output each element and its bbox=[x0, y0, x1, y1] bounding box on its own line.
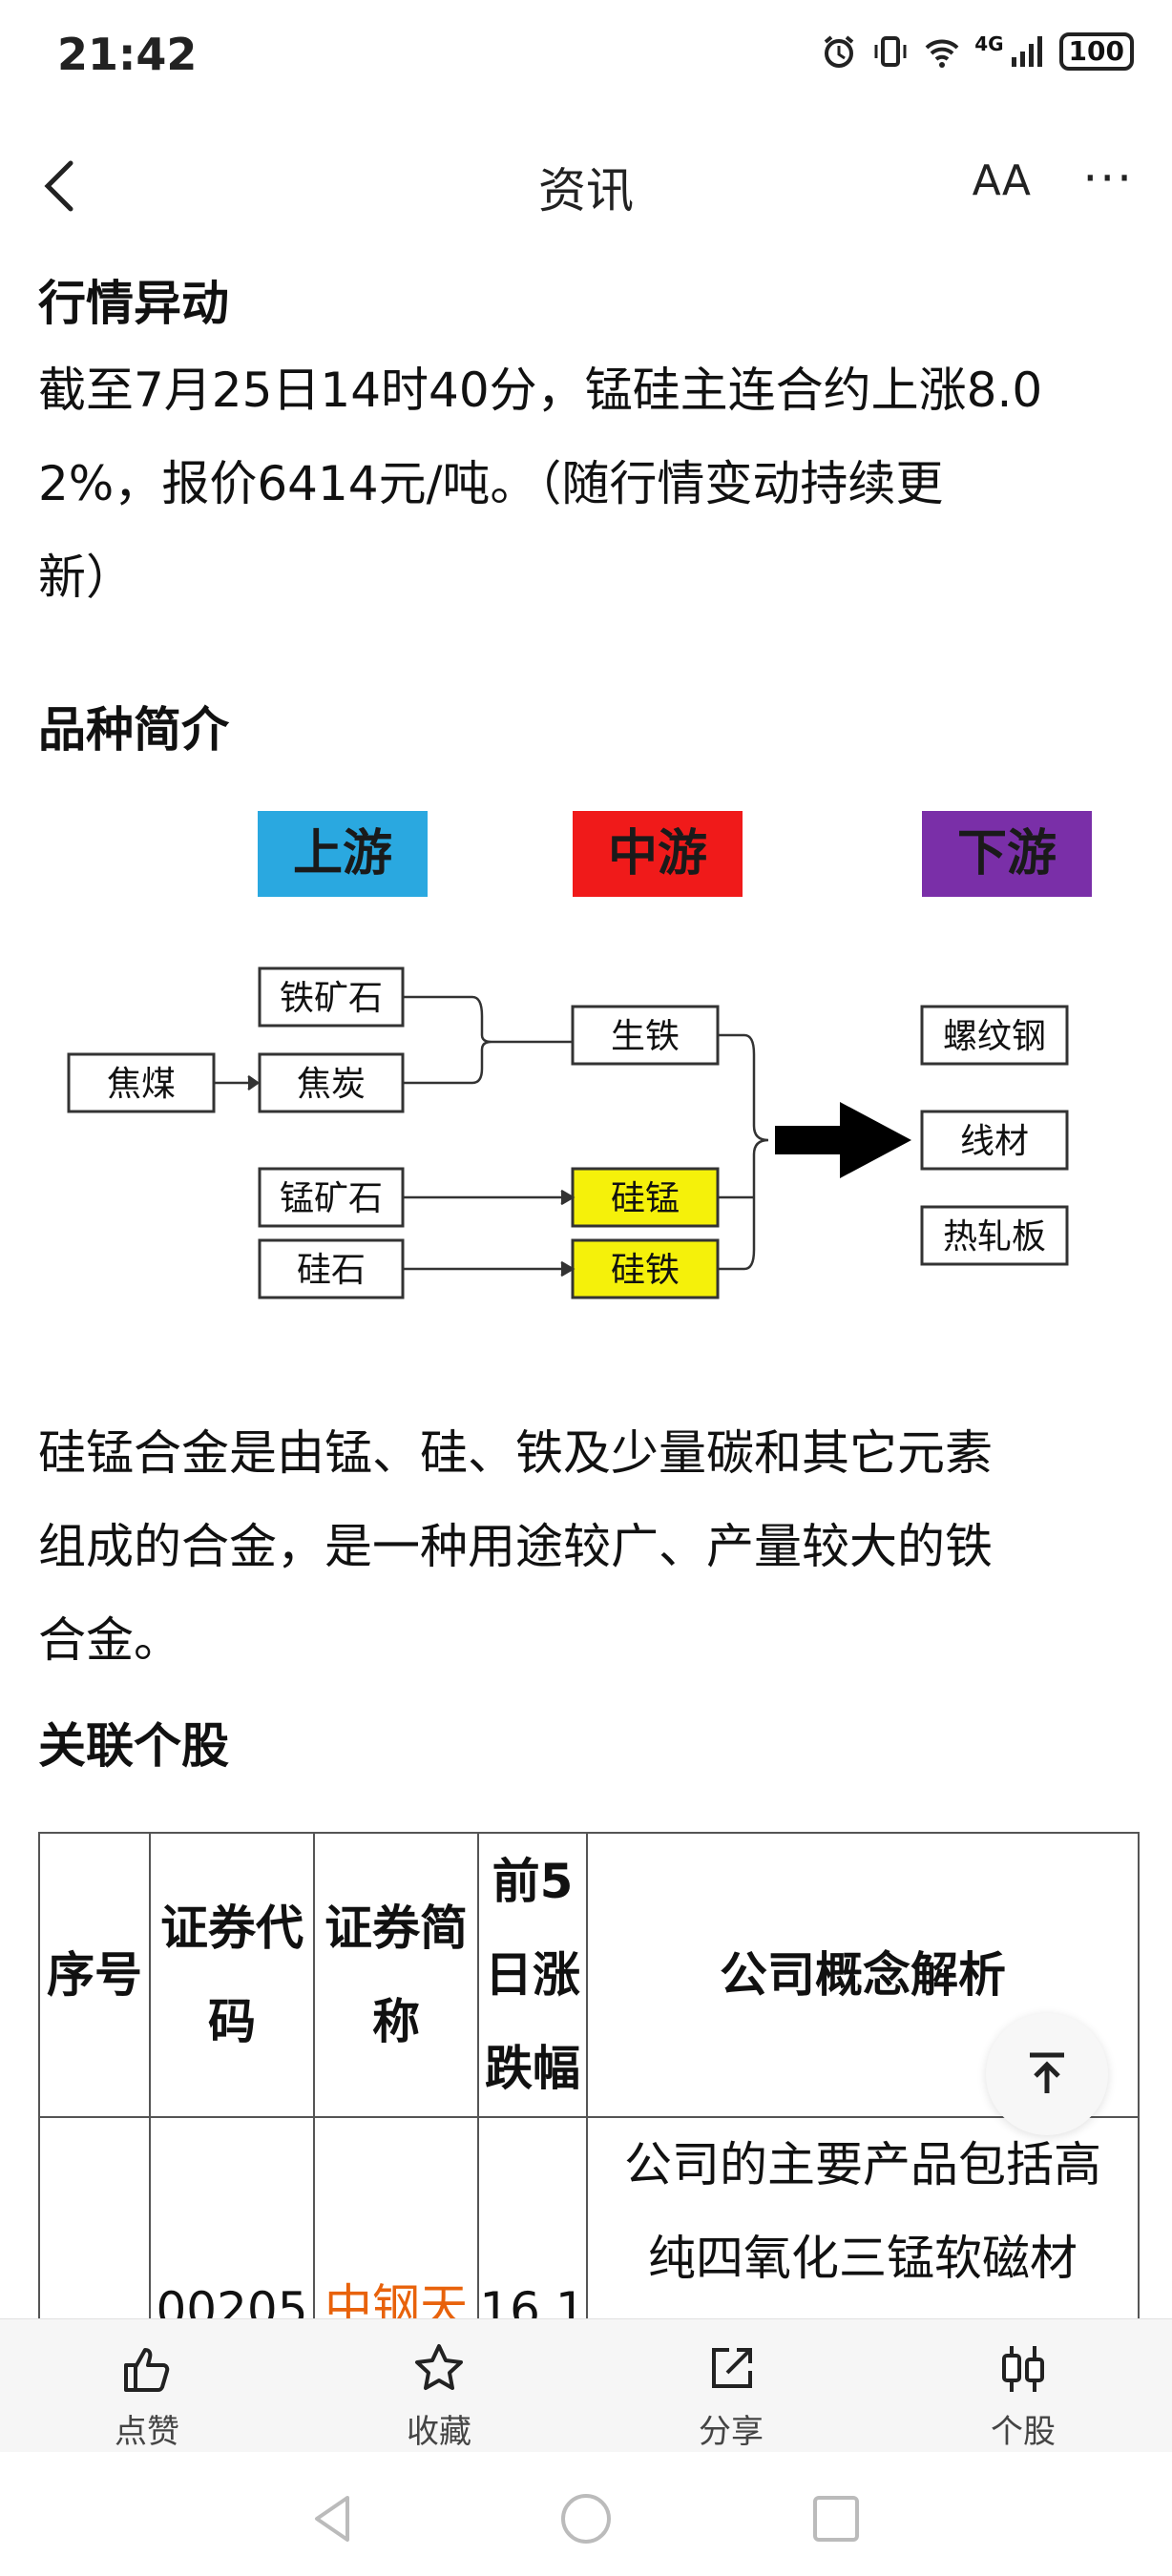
font-size-button[interactable]: AA bbox=[972, 156, 1031, 205]
midstream-label: 中游 bbox=[608, 825, 707, 883]
cell-stock-name[interactable]: 中钢天 bbox=[313, 2116, 479, 2339]
star-icon bbox=[415, 2344, 463, 2390]
cell-index bbox=[38, 2116, 151, 2339]
connector-lines bbox=[214, 995, 769, 1278]
midstream-box bbox=[573, 811, 743, 897]
market-line-1: 截至7月25日14时40分，锰硅主连合约上涨8.0 bbox=[38, 363, 1043, 418]
silica-label: 硅石 bbox=[297, 1251, 366, 1290]
favorite-button[interactable]: 收藏 bbox=[344, 2319, 534, 2453]
system-nav-bar bbox=[0, 2452, 1172, 2576]
section-title-market: 行情异动 bbox=[38, 276, 229, 331]
related-stocks-table: 序号 证券代码 证券简称 前5日涨跌幅 公司概念解析 00205 中钢天 16.… bbox=[38, 1832, 1140, 2339]
market-line-3: 新） bbox=[38, 550, 134, 605]
rebar-box bbox=[920, 1005, 1069, 1066]
wire-rod-label: 线材 bbox=[960, 1122, 1029, 1161]
wifi-icon bbox=[925, 39, 959, 68]
hot-rolled-box bbox=[920, 1205, 1069, 1266]
intro-line-2: 组成的合金，是一种用途较广、产量较大的铁 bbox=[38, 1519, 993, 1574]
manganese-ore-box bbox=[258, 1167, 405, 1228]
coking-coal-label: 焦煤 bbox=[107, 1065, 176, 1104]
pig-iron-box bbox=[571, 1005, 720, 1066]
hot-rolled-label: 热轧板 bbox=[943, 1217, 1046, 1257]
iron-ore-label: 铁矿石 bbox=[280, 979, 383, 1018]
stock-label: 个股 bbox=[991, 2413, 1056, 2451]
more-options-icon[interactable]: ··· bbox=[1082, 151, 1134, 206]
stock-chart-icon bbox=[1002, 2346, 1044, 2392]
page-title: 资讯 bbox=[538, 163, 634, 218]
coking-coal-box bbox=[67, 1052, 216, 1113]
pig-iron-label: 生铁 bbox=[611, 1017, 680, 1056]
silica-box bbox=[258, 1238, 405, 1299]
manganese-ore-label: 锰矿石 bbox=[280, 1179, 383, 1218]
alarm-icon bbox=[824, 35, 854, 68]
header-name: 证券简称 bbox=[313, 1832, 479, 2118]
supply-chain-diagram: 上游 中游 下游 铁矿石 焦煤 焦炭 锰矿石 硅石 生铁 硅锰 硅铁 螺纹钢 线… bbox=[67, 811, 1092, 1299]
thumbs-up-icon bbox=[124, 2348, 170, 2392]
header-code: 证券代码 bbox=[149, 1832, 315, 2118]
nav-home-icon[interactable] bbox=[557, 2490, 615, 2547]
favorite-label: 收藏 bbox=[407, 2413, 471, 2451]
intro-line-1: 硅锰合金是由锰、硅、铁及少量碳和其它元素 bbox=[38, 1425, 993, 1481]
coke-label: 焦炭 bbox=[297, 1065, 366, 1104]
arrow-up-icon bbox=[1030, 2052, 1064, 2093]
share-icon bbox=[712, 2348, 752, 2388]
upstream-label: 上游 bbox=[293, 825, 392, 883]
back-icon[interactable] bbox=[36, 157, 84, 215]
bottom-action-bar: 点赞 收藏 分享 个股 bbox=[0, 2318, 1172, 2453]
silicomanganese-label: 硅锰 bbox=[611, 1179, 680, 1218]
section-title-stocks: 关联个股 bbox=[38, 1718, 229, 1774]
nav-back-icon[interactable] bbox=[305, 2490, 363, 2547]
header-change: 前5日涨跌幅 bbox=[477, 1832, 588, 2118]
ferrosilicon-label: 硅铁 bbox=[611, 1251, 680, 1290]
like-label: 点赞 bbox=[115, 2413, 179, 2451]
flow-arrow bbox=[775, 1102, 911, 1178]
concept-line-1: 公司的主要产品包括高 bbox=[624, 2137, 1101, 2192]
vibrate-icon bbox=[874, 36, 907, 67]
downstream-label: 下游 bbox=[957, 825, 1057, 883]
share-label: 分享 bbox=[699, 2413, 764, 2451]
scroll-to-top-button[interactable] bbox=[986, 2013, 1108, 2135]
network-type: 4G bbox=[974, 32, 1004, 55]
battery-indicator: 100 bbox=[1058, 32, 1134, 71]
like-button[interactable]: 点赞 bbox=[52, 2319, 242, 2453]
cell-concept: 公司的主要产品包括高 纯四氧化三锰软磁材 bbox=[586, 2116, 1140, 2339]
rebar-label: 螺纹钢 bbox=[943, 1017, 1046, 1056]
intro-paragraph: 硅锰合金是由锰、硅、铁及少量碳和其它元素 组成的合金，是一种用途较广、产量较大的… bbox=[38, 1406, 1136, 1687]
market-line-2: 2%，报价6414元/吨。（随行情变动持续更 bbox=[38, 456, 944, 511]
stock-button[interactable]: 个股 bbox=[928, 2319, 1119, 2453]
status-time: 21:42 bbox=[57, 29, 198, 80]
wire-rod-box bbox=[920, 1110, 1069, 1171]
status-icons: 4G 100 bbox=[820, 32, 1134, 71]
header: 资讯 AA ··· bbox=[0, 134, 1172, 239]
cell-code: 00205 bbox=[149, 2116, 315, 2339]
table-header-row: 序号 证券代码 证券简称 前5日涨跌幅 公司概念解析 bbox=[38, 1832, 1140, 2118]
market-paragraph: 截至7月25日14时40分，锰硅主连合约上涨8.0 2%，报价6414元/吨。（… bbox=[38, 343, 1136, 624]
table-row[interactable]: 00205 中钢天 16.1 公司的主要产品包括高 纯四氧化三锰软磁材 bbox=[38, 2116, 1140, 2339]
intro-line-3: 合金。 bbox=[38, 1612, 181, 1668]
downstream-box bbox=[922, 811, 1092, 897]
concept-line-2: 纯四氧化三锰软磁材 bbox=[648, 2231, 1078, 2286]
silicomanganese-box bbox=[571, 1167, 720, 1228]
section-title-intro: 品种简介 bbox=[38, 702, 229, 758]
upstream-box bbox=[258, 811, 428, 897]
share-button[interactable]: 分享 bbox=[636, 2319, 827, 2453]
cell-change: 16.1 bbox=[477, 2116, 588, 2339]
nav-recents-icon[interactable] bbox=[807, 2490, 865, 2547]
signal-icon bbox=[1011, 36, 1042, 67]
header-index: 序号 bbox=[38, 1832, 151, 2118]
iron-ore-box bbox=[258, 966, 405, 1028]
